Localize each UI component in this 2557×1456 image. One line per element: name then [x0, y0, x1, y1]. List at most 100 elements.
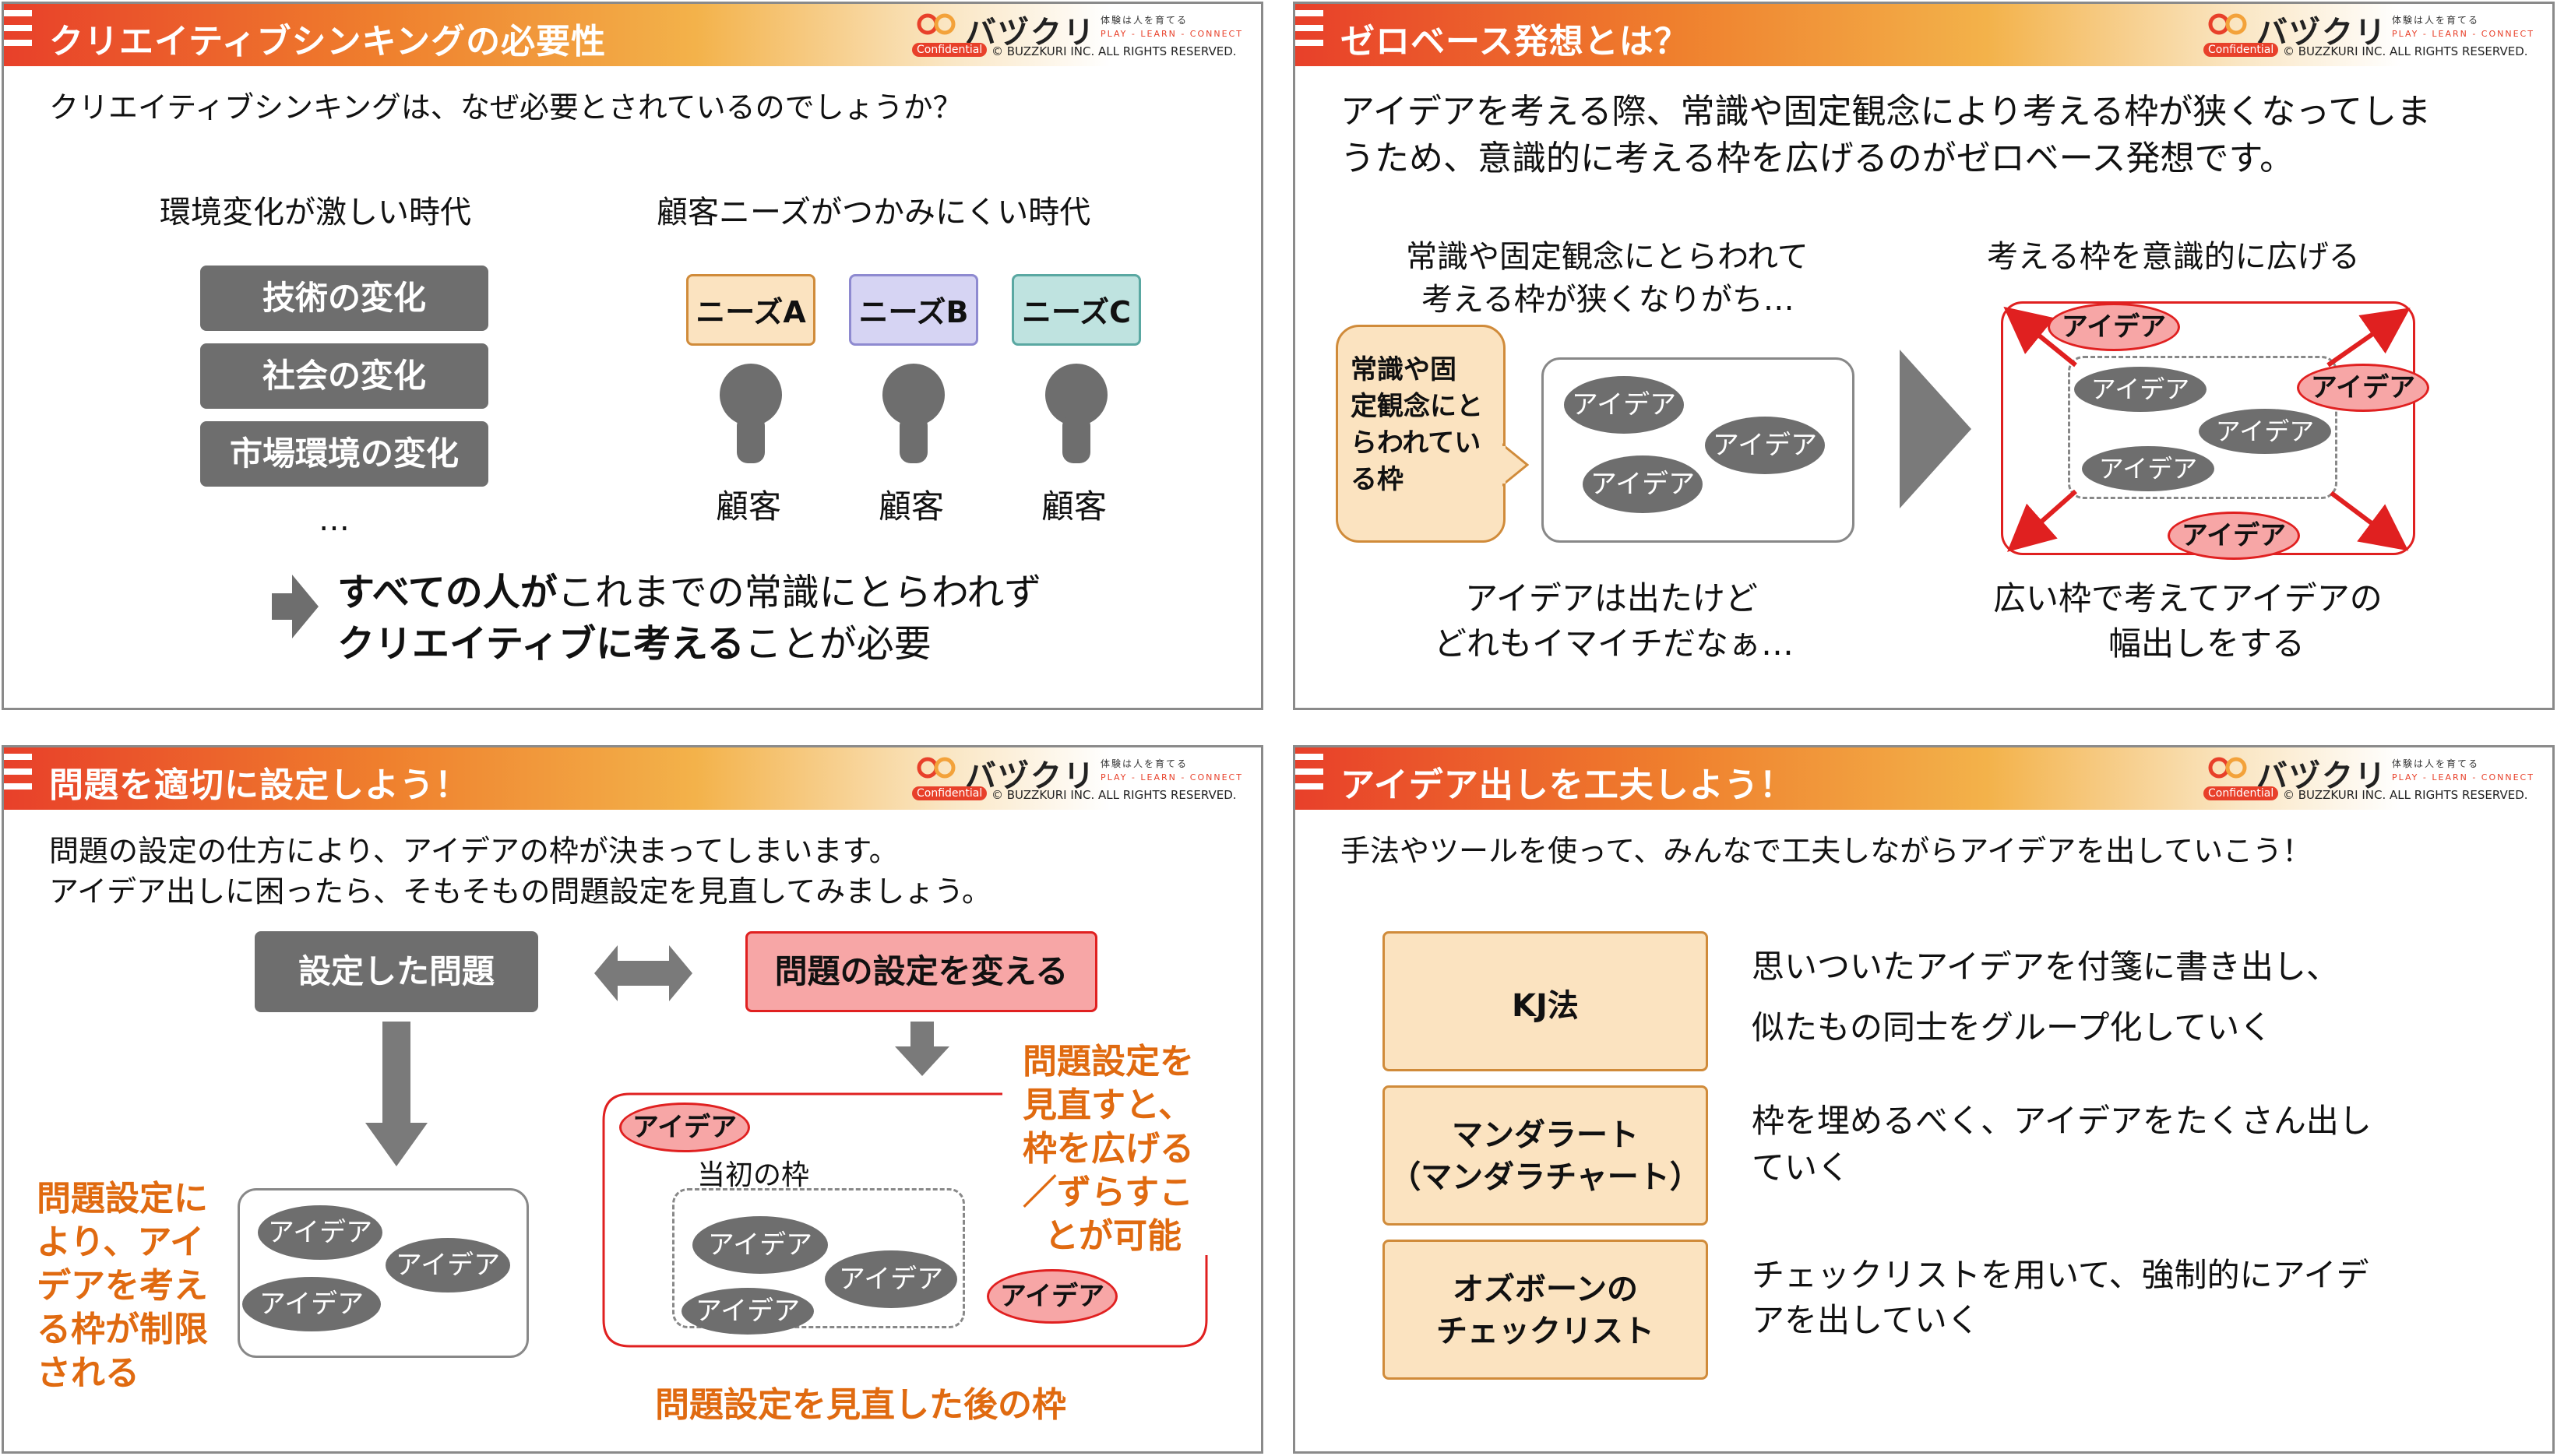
initial-frame-label: 当初の枠 — [697, 1159, 810, 1191]
left-bottom-line2: どれもイマイチだなぁ… — [1434, 624, 1794, 663]
note-line: される — [37, 1353, 139, 1393]
note-line: 問題設定を — [1023, 1042, 1194, 1081]
left-heading: 環境変化が激しい時代 — [160, 195, 471, 230]
idea-oval: アイデア — [386, 1238, 510, 1292]
bubble-line: 定観念にと — [1351, 391, 1483, 422]
brand-logo: バヅクリ 体験は人を育てる PLAY - LEARN - CONNECT Con… — [2203, 752, 2546, 807]
customer-label: 顧客 — [1041, 487, 1108, 526]
idea-oval: アイデア — [2199, 409, 2331, 454]
idea-oval: アイデア — [1583, 455, 1703, 513]
double-arrow-icon — [594, 945, 692, 1001]
method-name: マンダラート — [1452, 1117, 1639, 1153]
right-caption: 考える枠を意識的に広げる — [1987, 239, 2360, 275]
note-line: 枠を広げる — [1023, 1129, 1194, 1169]
person-icon — [1045, 364, 1108, 463]
conclusion-bold: すべての人が — [337, 571, 558, 614]
right-note: 問題設定を 見直すと、 枠を広げる ／ずらすこ とが可能 — [1023, 1040, 1194, 1258]
idea-oval: アイデア — [2082, 446, 2214, 491]
slide-header: 問題を適切に設定しよう！ バヅクリ 体験は人を育てる PLAY - LEARN … — [4, 747, 1261, 810]
idea-pink: アイデア — [2168, 512, 2300, 560]
conclusion-rest: これまでの常識にとらわれず — [557, 571, 1042, 614]
slide-title: ゼロベース発想とは？ — [1340, 22, 1689, 62]
bubble-line: 常識や固 — [1351, 354, 1456, 385]
idea-oval: アイデア — [825, 1250, 957, 1308]
logo-slogan: PLAY - LEARN - CONNECT — [1101, 772, 1243, 783]
slide-header: ゼロベース発想とは？ バヅクリ 体験は人を育てる PLAY - LEARN - … — [1295, 4, 2552, 66]
method-desc: 似たもの同士をグループ化していく — [1752, 1008, 2273, 1046]
arrow-right-icon — [272, 575, 319, 638]
confidential-badge: Confidential — [2203, 786, 2279, 800]
expand-arrows-icon — [2003, 306, 2411, 552]
logo-slogan: PLAY - LEARN - CONNECT — [1101, 29, 1243, 39]
right-bottom-line2: 幅出しをする — [2108, 624, 2305, 663]
person-icon — [882, 364, 945, 463]
idea-oval: アイデア — [692, 1216, 828, 1274]
note-line: より、アイ — [37, 1222, 205, 1262]
logo-name: バヅクリ — [965, 15, 1096, 51]
lead-text: 手法やツールを使って、みんなで工夫しながらアイデアを出していこう！ — [1340, 834, 2312, 868]
header-stripes — [4, 754, 35, 804]
note-line: 見直すと、 — [1023, 1085, 1193, 1125]
change-box-society: 社会の変化 — [200, 343, 488, 409]
method-desc: チェックリストを用いて、強制的にアイデ — [1752, 1256, 2369, 1294]
slide-zero-base: ゼロベース発想とは？ バヅクリ 体験は人を育てる PLAY - LEARN - … — [1293, 2, 2555, 710]
note-line: 問題設定に — [37, 1179, 208, 1219]
note-line: デアを考え — [37, 1266, 208, 1306]
lead-line2: アイデア出しに困ったら、そもそもの問題設定を見直してみましょう。 — [49, 874, 991, 909]
confidential-badge: Confidential — [2203, 43, 2279, 57]
idea-pink: アイデア — [987, 1269, 1118, 1324]
customer-label: 顧客 — [716, 487, 782, 526]
idea-oval: アイデア — [1564, 376, 1684, 434]
conclusion-bold: クリエイティブに考える — [337, 622, 745, 666]
conclusion-line1: すべての人がこれまでの常識にとらわれず — [337, 561, 1041, 616]
left-note: 問題設定に より、アイ デアを考え る枠が制限 される — [37, 1177, 208, 1395]
bubble-line: る枠 — [1351, 464, 1404, 495]
note-line: る枠が制限 — [37, 1310, 208, 1349]
confidential-badge: Confidential — [912, 43, 988, 57]
idea-oval: アイデア — [2074, 367, 2207, 412]
conclusion-line2: クリエイティブに考えることが必要 — [337, 613, 932, 667]
brand-logo: バヅクリ 体験は人を育てる PLAY - LEARN - CONNECT Con… — [912, 752, 1255, 807]
slide-title: クリエイティブシンキングの必要性 — [49, 22, 607, 62]
right-heading: 顧客ニーズがつかみにくい時代 — [657, 195, 1091, 230]
left-caption-line2: 考える枠が狭くなりがち… — [1421, 282, 1794, 318]
note-line: とが可能 — [1044, 1216, 1182, 1256]
arrow-down-icon — [365, 1022, 428, 1166]
logo-tagline: 体験は人を育てる — [1101, 758, 1189, 769]
slide-header: アイデア出しを工夫しよう！ バヅクリ 体験は人を育てる PLAY - LEARN… — [1295, 747, 2552, 810]
method-box-mandalart: マンダラート （マンダラチャート） — [1382, 1085, 1708, 1226]
logo-tagline: 体験は人を育てる — [2392, 15, 2480, 26]
copyright: © BUZZKURI INC. ALL RIGHTS RESERVED. — [991, 788, 1237, 802]
logo-slogan: PLAY - LEARN - CONNECT — [2392, 29, 2534, 39]
change-box-market: 市場環境の変化 — [200, 421, 488, 487]
idea-oval: アイデア — [682, 1288, 814, 1335]
brand-logo: バヅクリ 体験は人を育てる PLAY - LEARN - CONNECT Con… — [2203, 9, 2546, 63]
change-box-tech: 技術の変化 — [200, 266, 488, 331]
change-problem-box: 問題の設定を変える — [745, 931, 1097, 1012]
bubble-line: らわれてい — [1351, 427, 1481, 459]
conclusion-rest: ことが必要 — [744, 622, 932, 666]
confidential-badge: Confidential — [912, 786, 988, 800]
idea-pink: アイデア — [2297, 364, 2429, 412]
lead-line1: 問題の設定の仕方により、アイデアの枠が決まってしまいます。 — [49, 834, 899, 868]
method-name: チェックリスト — [1436, 1314, 1654, 1349]
need-box-b: ニーズB — [849, 274, 978, 346]
slide-title: アイデア出しを工夫しよう！ — [1340, 765, 1794, 805]
initial-frame — [672, 1188, 965, 1328]
copyright: © BUZZKURI INC. ALL RIGHTS RESERVED. — [2283, 44, 2528, 58]
note-line: ／ずらすこ — [1023, 1173, 1194, 1212]
logo-mark-icon — [917, 757, 956, 779]
copyright: © BUZZKURI INC. ALL RIGHTS RESERVED. — [991, 44, 1237, 58]
method-name: （マンダラチャート） — [1389, 1159, 1701, 1195]
slide-header: クリエイティブシンキングの必要性 バヅクリ 体験は人を育てる PLAY - LE… — [4, 4, 1261, 66]
bottom-caption: 問題設定を見直した後の枠 — [655, 1385, 1066, 1425]
right-bottom-line1: 広い枠で考えてアイデアの — [1993, 579, 2383, 617]
arrow-right-icon — [1900, 350, 1971, 508]
logo-tagline: 体験は人を育てる — [2392, 758, 2480, 769]
set-problem-box: 設定した問題 — [255, 931, 538, 1012]
header-stripes — [1295, 754, 1326, 804]
method-name: オズボーンの — [1453, 1271, 1638, 1307]
arrow-down-icon — [895, 1022, 949, 1076]
brand-logo: バヅクリ 体験は人を育てる PLAY - LEARN - CONNECT Con… — [912, 9, 1255, 63]
slide-problem-setting: 問題を適切に設定しよう！ バヅクリ 体験は人を育てる PLAY - LEARN … — [2, 745, 1263, 1454]
